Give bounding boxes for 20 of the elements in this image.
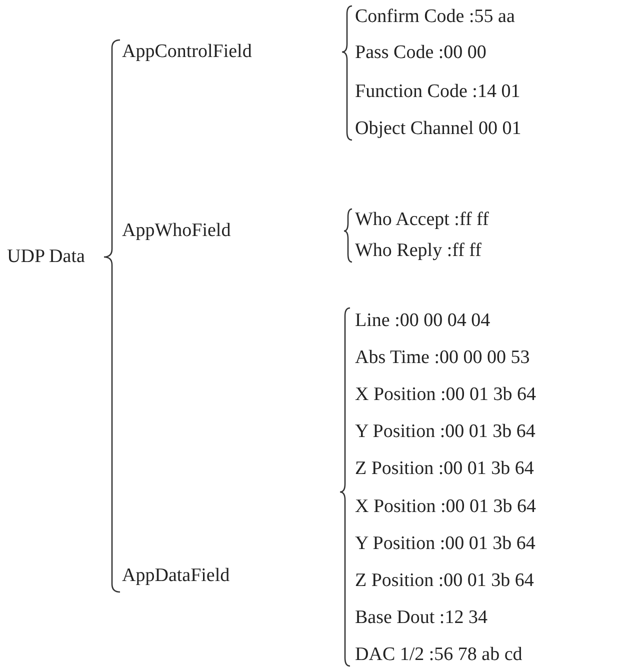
field-value-text: Who Accept :ff ff — [355, 209, 489, 231]
field-name: AppControlField — [122, 41, 252, 63]
field-value-text: Z Position :00 01 3b 64 — [355, 570, 534, 592]
field-value-text: Z Position :00 01 3b 64 — [355, 458, 534, 480]
root-label: UDP Data — [7, 246, 85, 268]
field-value-text: Y Position :00 01 3b 64 — [355, 532, 536, 555]
field-value-text: DAC 1/2 :56 78 ab cd — [355, 644, 522, 666]
field-value-text: Confirm Code :55 aa — [355, 6, 515, 28]
field-value-text: Line :00 00 04 04 — [355, 310, 490, 332]
field-name: AppDataField — [122, 565, 230, 587]
field-value-text: X Position :00 01 3b 64 — [355, 384, 536, 406]
field-name: AppWhoField — [122, 220, 231, 242]
field-value-text: Abs Time :00 00 00 53 — [355, 347, 530, 370]
field-value-text: Object Channel 00 01 — [355, 118, 522, 140]
field-value-text: Function Code :14 01 — [355, 81, 520, 103]
field-value-text: Y Position :00 01 3b 64 — [355, 421, 536, 444]
field-value-text: Base Dout :12 34 — [355, 606, 488, 629]
field-value-text: Who Reply :ff ff — [355, 240, 482, 262]
field-value-text: Pass Code :00 00 — [355, 42, 486, 64]
field-value-text: X Position :00 01 3b 64 — [355, 496, 536, 518]
